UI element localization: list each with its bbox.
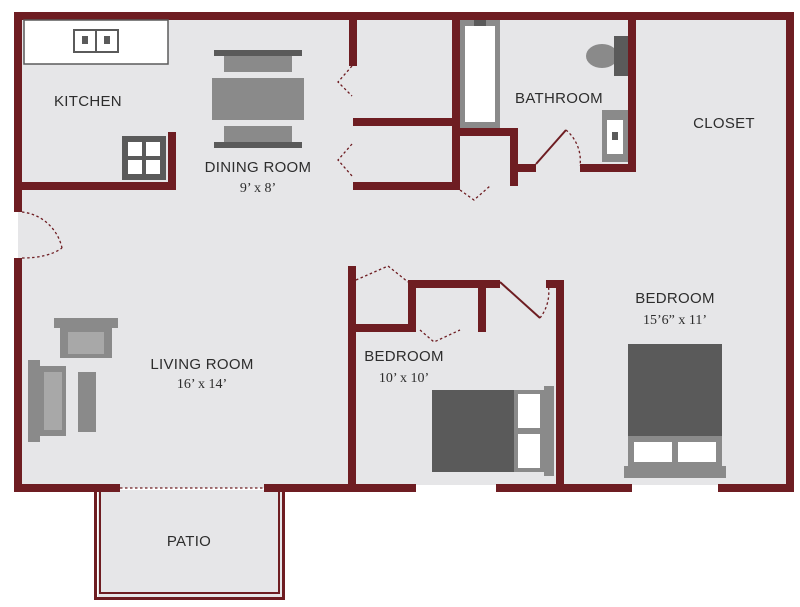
coffee-table <box>78 372 96 432</box>
doors <box>21 65 582 343</box>
exterior-walls <box>14 12 794 492</box>
patio-label: PATIO <box>167 533 211 550</box>
interior-walls <box>22 18 636 486</box>
living-room-size: 16’ x 14’ <box>177 377 227 392</box>
window-large-bedroom <box>632 485 718 491</box>
bed-small-bedroom <box>432 386 554 476</box>
kitchen-stove <box>122 136 166 180</box>
kitchen-counter <box>23 19 169 65</box>
dining-room-label: DINING ROOM <box>205 159 312 176</box>
window-small-bedroom <box>416 485 496 491</box>
dining-table <box>212 50 304 148</box>
closet-label: CLOSET <box>693 115 755 132</box>
dining-room-size: 9’ x 8’ <box>240 181 276 196</box>
patio-walls <box>94 488 285 600</box>
living-room-label: LIVING ROOM <box>150 356 253 373</box>
small-bedroom-label: BEDROOM <box>364 348 444 365</box>
bathroom-sink <box>602 110 628 162</box>
patio-floor <box>98 490 284 598</box>
large-bedroom-label: BEDROOM <box>635 290 715 307</box>
kitchen-label: KITCHEN <box>54 93 122 110</box>
bathtub <box>460 20 500 128</box>
bed-large-bedroom <box>624 344 726 478</box>
large-bedroom-size: 15’6” x 11’ <box>643 313 707 328</box>
sofa <box>28 360 66 442</box>
bathroom-label: BATHROOM <box>515 90 603 107</box>
toilet <box>586 36 628 76</box>
small-bedroom-size: 10’ x 10’ <box>379 371 429 386</box>
armchair <box>54 318 118 358</box>
